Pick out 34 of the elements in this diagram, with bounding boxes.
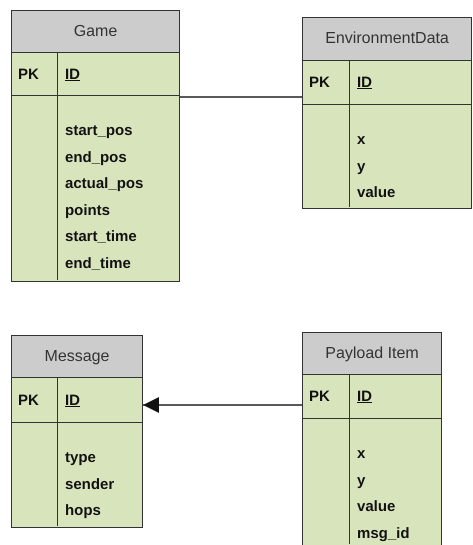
entity-table xyxy=(11,10,180,282)
table-header: EnvironmentData xyxy=(303,18,471,61)
field-name: msg_id xyxy=(357,524,410,544)
field-name: sender xyxy=(65,474,114,494)
field-name: y xyxy=(357,470,366,490)
field-name: type xyxy=(65,448,96,468)
table-header: Game xyxy=(12,11,179,53)
key-field: ID xyxy=(357,388,372,405)
field-name: value xyxy=(357,183,396,203)
field-name: points xyxy=(65,200,110,220)
field-name: end_time xyxy=(65,254,131,274)
entity-table xyxy=(302,332,442,545)
key-field: ID xyxy=(65,66,80,82)
field-name: y xyxy=(357,156,366,176)
key-field: ID xyxy=(357,74,372,91)
table-header: Message xyxy=(12,336,142,378)
arrow xyxy=(143,397,302,413)
connector-line xyxy=(180,96,302,98)
field-name: start_time xyxy=(65,227,137,247)
entity-table xyxy=(302,17,472,209)
key-label: PK xyxy=(18,392,39,408)
field-name: start_pos xyxy=(65,121,133,141)
field-name: x xyxy=(357,444,366,464)
key-label: PK xyxy=(18,66,39,82)
field-name: end_pos xyxy=(65,148,127,168)
key-label: PK xyxy=(309,388,330,405)
field-name: x xyxy=(357,130,366,150)
field-name: value xyxy=(357,497,396,517)
field-name: hops xyxy=(65,501,101,521)
table-header: Payload Item xyxy=(303,333,441,375)
field-name: actual_pos xyxy=(65,174,144,194)
entity-table xyxy=(11,335,143,528)
key-label: PK xyxy=(309,74,330,91)
key-field: ID xyxy=(65,392,80,408)
